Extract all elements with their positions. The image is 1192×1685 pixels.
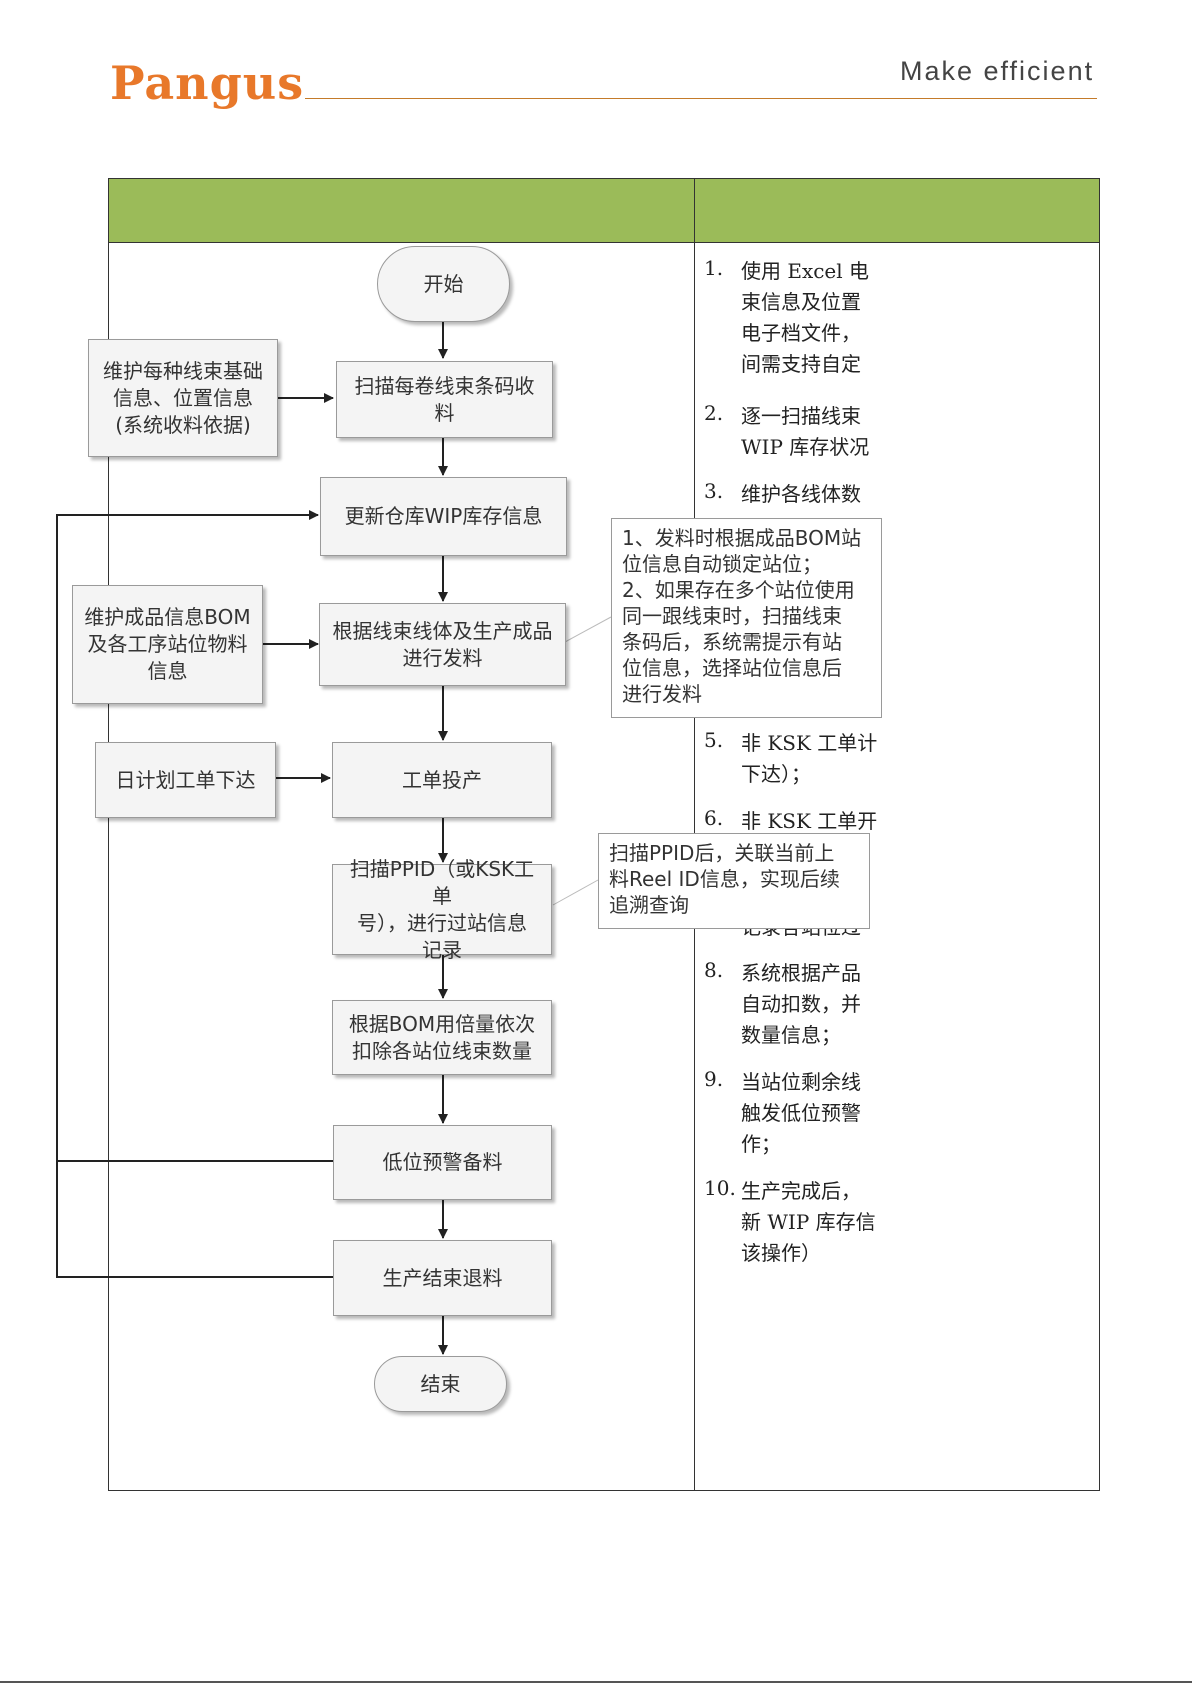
pangus-logo: Pangus <box>110 56 305 110</box>
scan-ppid-node: 扫描PPID（或KSK工单 号），进行过站信息 记录 <box>332 857 552 962</box>
header-slogan: Make efficient <box>900 56 1095 86</box>
step-item: 9. 当站位剩余线 触发低位预警 作； <box>704 1067 861 1156</box>
table-frame <box>108 178 1100 1491</box>
step-item: 3. 维护各线体数 <box>704 479 861 506</box>
step-item: 2. 逐一扫描线束 WIP 库存状况 <box>704 401 870 459</box>
note-link-ppid <box>552 879 599 906</box>
footer-rule <box>0 1681 1192 1683</box>
return-material-node: 生产结束退料 <box>333 1240 552 1316</box>
daily-plan-node: 日计划工单下达 <box>95 742 276 818</box>
low-warning-node: 低位预警备料 <box>333 1125 552 1200</box>
step-item: 6. 非 KSK 工单开 <box>704 806 878 833</box>
deduct-bom-node: 根据BOM用倍量依次 扣除各站位线束数量 <box>332 1000 552 1075</box>
issue-material-node: 根据线束线体及生产成品 进行发料 <box>319 603 566 686</box>
table-header-band <box>109 179 1099 243</box>
step-item: 10. 生产完成后， 新 WIP 库存信 该操作） <box>704 1176 876 1265</box>
order-start-node: 工单投产 <box>332 742 552 818</box>
maintain-bom-node: 维护成品信息BOM 及各工序站位物料 信息 <box>72 585 263 704</box>
step-item: 5. 非 KSK 工单计 下达）； <box>704 728 878 786</box>
loop-return-to-update <box>56 1161 333 1278</box>
maintain-harness-node: 维护每种线束基础 信息、位置信息 (系统收料依据) <box>88 339 278 457</box>
end-node: 结束 <box>374 1356 507 1412</box>
scan-roll-node: 扫描每卷线束条码收 料 <box>336 361 553 438</box>
start-node: 开始 <box>377 246 510 322</box>
ppid-callout-note: 扫描PPID后，关联当前上 料Reel ID信息，实现后续 追溯查询 <box>598 833 870 929</box>
note-link-issue <box>564 616 612 643</box>
update-wip-node: 更新仓库WIP库存信息 <box>320 477 567 556</box>
step-item: 1. 使用 Excel 电 束信息及位置 电子档文件， 间需支持自定 <box>704 256 870 376</box>
loop-warning-to-update <box>56 510 333 1162</box>
header-rule <box>305 98 1097 99</box>
issue-callout-note: 1、发料时根据成品BOM站 位信息自动锁定站位； 2、如果存在多个站位使用 同一… <box>611 518 882 718</box>
step-item: 8. 系统根据产品 自动扣数，并 数量信息； <box>704 958 861 1047</box>
